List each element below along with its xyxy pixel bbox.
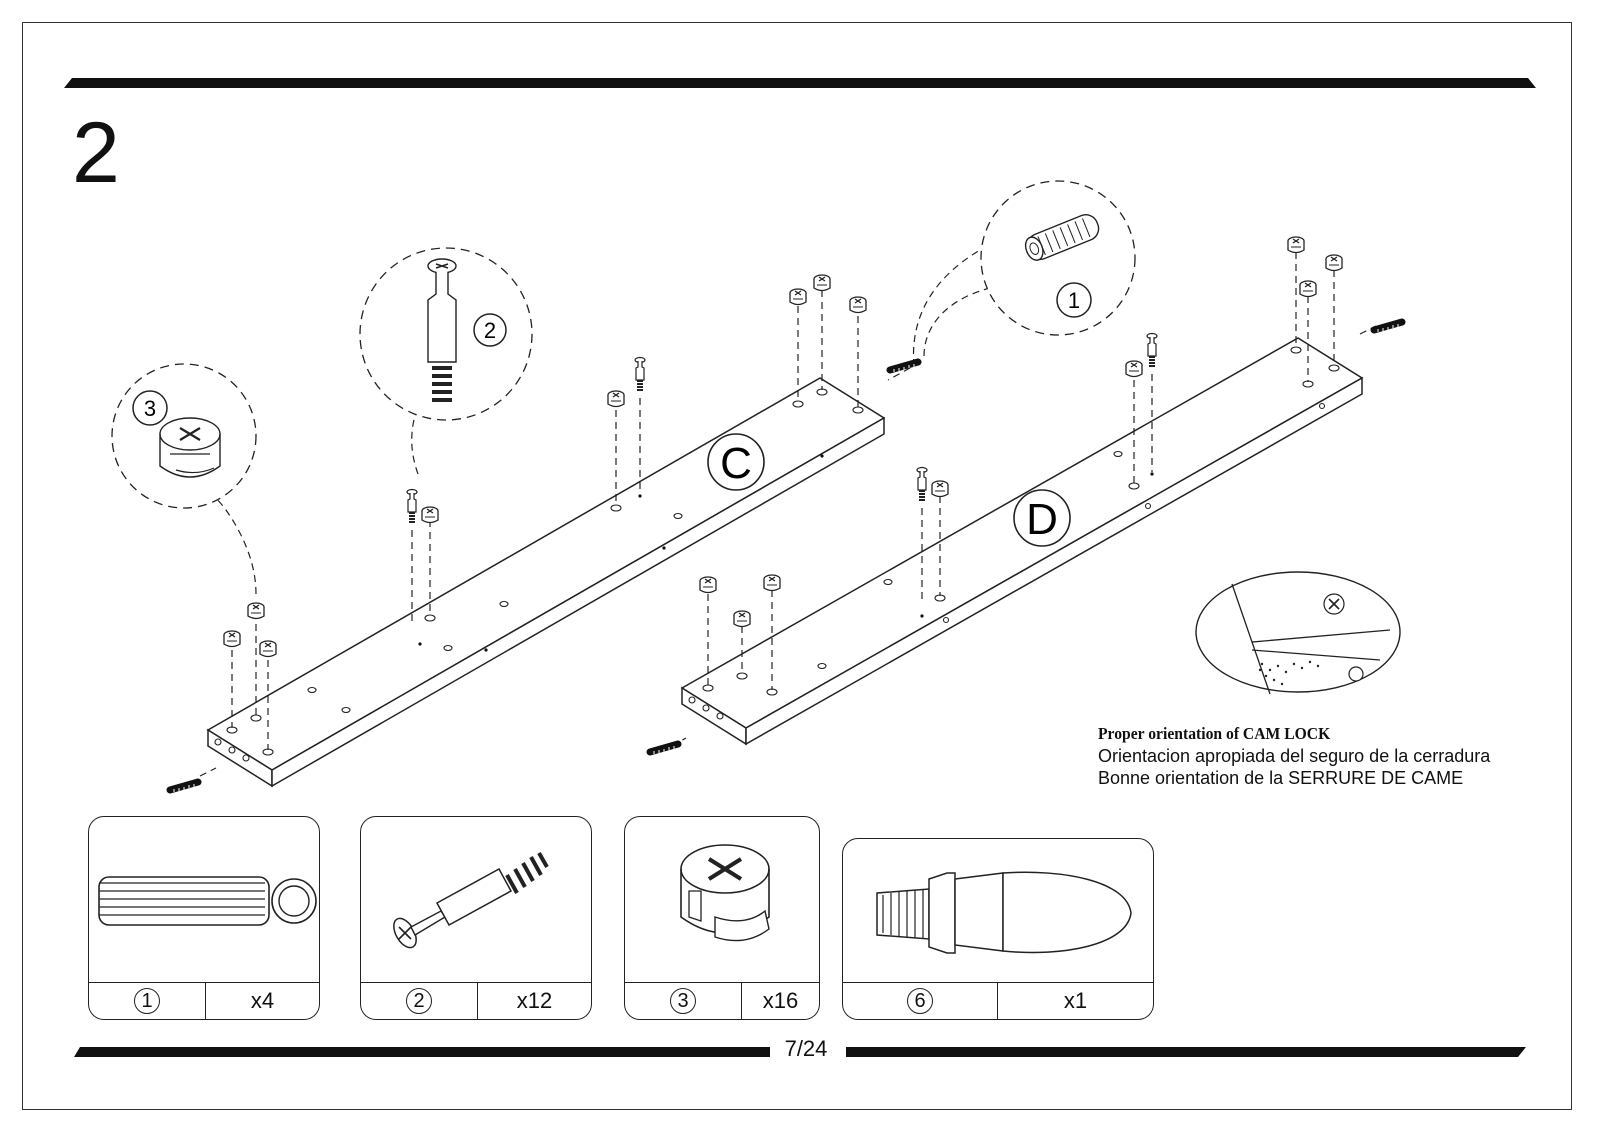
note-french: Bonne orientation de la SERRURE DE CAME [1098, 768, 1464, 788]
part-id-6: 6 [907, 988, 933, 1014]
dowel-icon [98, 876, 317, 926]
part-box-1: 1 x4 [88, 816, 320, 1020]
part-qty-3: x16 [741, 983, 819, 1019]
part-id-3: 3 [670, 988, 696, 1014]
panel-c-label: C [720, 439, 752, 488]
part-qty-2: x12 [477, 983, 591, 1019]
cam-lock-note: Proper orientation of CAM LOCK Orientaci… [1098, 723, 1568, 789]
panel-dots [418, 454, 1154, 652]
part-row-2: 2 x12 [361, 982, 591, 1019]
panel-c [206, 377, 886, 788]
tool-icon [876, 871, 1132, 954]
top-rule [64, 78, 1536, 88]
part-id-2: 2 [406, 988, 432, 1014]
part-box-3: 3 x16 [624, 816, 820, 1020]
part-qty-1: x4 [205, 983, 319, 1019]
callout-2-number: 2 [484, 318, 496, 343]
part-id-1: 1 [134, 988, 160, 1014]
cam-lock-icon [680, 844, 770, 942]
step-number: 2 [72, 105, 120, 201]
callout-3-number: 3 [144, 396, 156, 421]
cam-lock-orientation-detail [1195, 571, 1401, 695]
cam-bolt-icon [393, 852, 549, 949]
callout-1-number: 1 [1068, 288, 1080, 313]
note-english: Proper orientation of CAM LOCK [1098, 724, 1331, 743]
note-spanish: Orientacion apropiada del seguro de la c… [1098, 746, 1491, 766]
part-row-1: 1 x4 [89, 982, 319, 1019]
callout-cam-lock: 3 [111, 363, 257, 509]
part-row-6: 6 x1 [843, 982, 1153, 1019]
bottom-rule-right [846, 1047, 1526, 1057]
callout-dowel: 1 [980, 180, 1136, 336]
page-frame [22, 22, 1572, 1110]
part-box-6: 6 x1 [842, 838, 1154, 1020]
panel-d-label: D [1026, 495, 1058, 544]
part-row-3: 3 x16 [625, 982, 819, 1019]
part-qty-6: x1 [997, 983, 1153, 1019]
page-number: 7/24 [784, 1036, 828, 1061]
part-box-2: 2 x12 [360, 816, 592, 1020]
bottom-rule-left [74, 1047, 770, 1057]
callout-cam-bolt: 2 [359, 247, 533, 421]
